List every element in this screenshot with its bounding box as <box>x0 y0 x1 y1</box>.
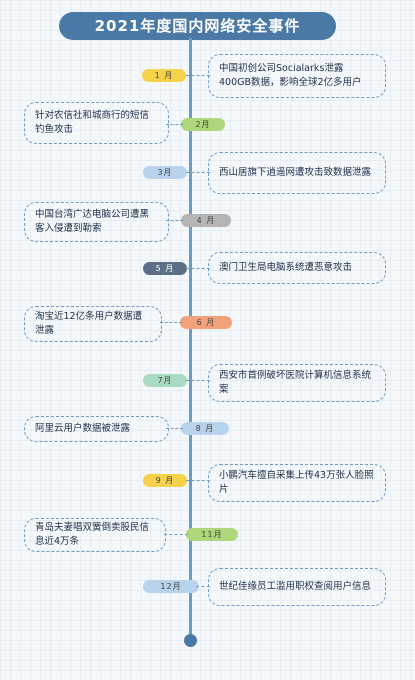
connector <box>166 220 183 222</box>
month-label: 11月 <box>201 530 223 539</box>
month-pill-3: 3月 <box>143 166 187 179</box>
connector <box>166 124 183 126</box>
connector <box>186 268 210 270</box>
event-text: 阿里云用户数据被泄露 <box>35 423 131 434</box>
event-text: 中国初创公司Socialarks泄露400GB数据，影响全球2亿多用户 <box>219 63 362 88</box>
month-label: 8 月 <box>195 424 215 433</box>
event-card-11: 青岛夫妻唱双簧倒卖股民信息近4万条 <box>24 518 166 552</box>
month-pill-4: 4 月 <box>181 214 231 227</box>
month-label: 6 月 <box>196 318 216 327</box>
event-text: 青岛夫妻唱双簧倒卖股民信息近4万条 <box>35 522 150 547</box>
month-pill-12: 12月 <box>143 580 199 593</box>
connector <box>166 428 183 430</box>
month-label: 2月 <box>195 120 211 129</box>
event-text: 西安市首例破坏医院计算机信息系统案 <box>219 370 372 395</box>
event-text: 中国台湾广达电脑公司遭黑客入侵遭到勒索 <box>35 209 150 234</box>
event-card-9: 小鹏汽车擅自采集上传43万张人脸照片 <box>208 464 386 502</box>
event-text: 澳门卫生局电脑系统遭恶意攻击 <box>219 262 353 273</box>
month-pill-8: 8 月 <box>181 422 229 435</box>
month-pill-2: 2月 <box>181 118 225 131</box>
event-card-4: 中国台湾广达电脑公司遭黑客入侵遭到勒索 <box>24 202 169 242</box>
event-card-5: 澳门卫生局电脑系统遭恶意攻击 <box>208 252 386 284</box>
event-text: 针对农信社和城商行的短信钓鱼攻击 <box>35 110 150 135</box>
month-label: 3月 <box>157 168 173 177</box>
connector <box>196 586 210 588</box>
connector <box>186 75 210 77</box>
connector <box>164 534 188 536</box>
event-card-8: 阿里云用户数据被泄露 <box>24 416 169 442</box>
month-pill-11: 11月 <box>186 528 238 541</box>
connector <box>186 380 210 382</box>
event-card-7: 西安市首例破坏医院计算机信息系统案 <box>208 364 386 402</box>
month-label: 9 月 <box>155 476 175 485</box>
connector <box>160 322 182 324</box>
month-pill-6: 6 月 <box>180 316 232 329</box>
month-pill-9: 9 月 <box>143 474 187 487</box>
connector <box>186 172 210 174</box>
month-label: 7月 <box>157 376 173 385</box>
event-text: 小鹏汽车擅自采集上传43万张人脸照片 <box>219 470 374 495</box>
event-card-1: 中国初创公司Socialarks泄露400GB数据，影响全球2亿多用户 <box>208 54 386 98</box>
month-label: 1 月 <box>154 71 174 80</box>
month-pill-1: 1 月 <box>142 69 186 82</box>
event-card-6: 淘宝近12亿条用户数据遭泄露 <box>24 306 162 342</box>
month-label: 4 月 <box>196 216 216 225</box>
month-label: 5 月 <box>155 264 175 273</box>
event-text: 淘宝近12亿条用户数据遭泄露 <box>35 311 143 336</box>
event-card-3: 西山居旗下逍遥网遭攻击致数据泄露 <box>208 152 386 194</box>
connector <box>186 480 210 482</box>
month-pill-7: 7月 <box>143 374 187 387</box>
event-card-12: 世纪佳缘员工滥用职权查阅用户信息 <box>208 568 386 606</box>
timeline-end-dot <box>184 634 197 647</box>
month-label: 12月 <box>160 582 182 591</box>
event-card-2: 针对农信社和城商行的短信钓鱼攻击 <box>24 102 169 144</box>
event-text: 西山居旗下逍遥网遭攻击致数据泄露 <box>219 167 372 178</box>
event-text: 世纪佳缘员工滥用职权查阅用户信息 <box>219 581 372 592</box>
timeline-line <box>189 38 192 640</box>
page-title: 2021年度国内网络安全事件 <box>59 12 336 40</box>
month-pill-5: 5 月 <box>143 262 187 275</box>
